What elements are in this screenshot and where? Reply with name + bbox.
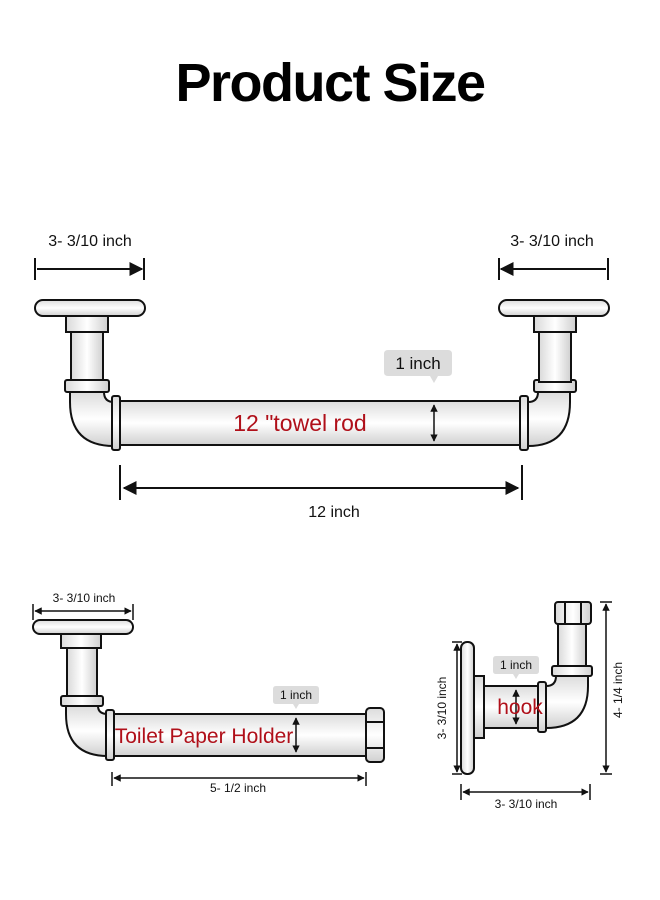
towel-diameter-label: 1 inch [395, 354, 440, 373]
hook-depth-label: 3- 3/10 inch [495, 797, 558, 811]
hook-diameter-bubble [493, 656, 539, 679]
tp-dimensions [32, 604, 367, 786]
hook-cap [554, 601, 592, 625]
hook-elbow [545, 675, 589, 730]
tp-flange-label: 3- 3/10 inch [53, 591, 116, 605]
hook-diameter-label: 1 inch [500, 658, 532, 672]
towel-rod-label: 12 "towel rod [233, 410, 366, 436]
towel-rod [119, 400, 521, 446]
hook-flange [460, 641, 475, 775]
tp-elbow [65, 705, 109, 758]
tp-diameter-bubble [273, 686, 319, 709]
towel-length-label: 12 inch [308, 504, 360, 521]
towel-rod-dimensions [34, 258, 609, 500]
hook-arm [483, 685, 541, 729]
tp-length-label: 5- 1/2 inch [210, 781, 266, 795]
towel-right-flange-label: 3- 3/10 inch [510, 233, 594, 250]
towel-left-flange-label: 3- 3/10 inch [48, 233, 132, 250]
left-elbow [69, 391, 115, 448]
tp-flange [32, 619, 134, 635]
tp-rod [113, 713, 367, 757]
right-flange [498, 299, 610, 317]
right-elbow [527, 391, 571, 448]
diameter-bubble [384, 350, 452, 383]
toilet-paper-holder-assembly [32, 619, 385, 763]
hook-flange-height-label: 3- 3/10 inch [435, 677, 449, 740]
hook-assembly [460, 601, 593, 775]
left-flange [34, 299, 146, 317]
hook-height-label: 4- 1/4 inch [611, 662, 625, 718]
tp-end-cap [365, 707, 385, 763]
towel-rod-assembly [34, 299, 610, 451]
tp-label: Toilet Paper Holder [115, 725, 294, 748]
hook-dimensions [452, 601, 612, 800]
hook-label: hook [497, 696, 543, 719]
page-title: Product Size [175, 53, 486, 113]
tp-diameter-label: 1 inch [280, 688, 312, 702]
